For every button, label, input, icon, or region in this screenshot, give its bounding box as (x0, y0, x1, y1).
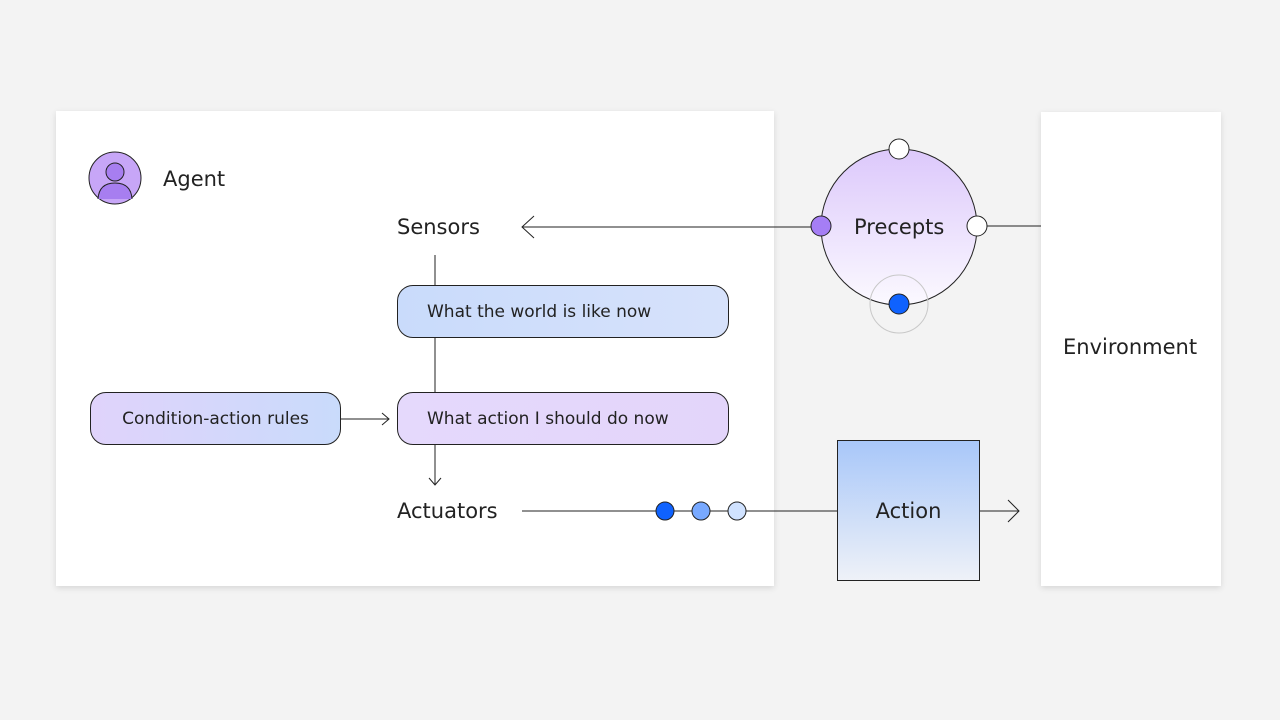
environment-panel (1041, 112, 1221, 586)
action-decision-label: What action I should do now (427, 408, 669, 429)
percepts-halo-ring (869, 274, 929, 334)
action-label: Action (875, 498, 942, 523)
percepts-bottom-node-icon (888, 293, 910, 315)
actuators-arrowhead-icon (428, 477, 442, 486)
action-box: Action (837, 440, 980, 581)
agent-title: Agent (163, 167, 226, 191)
percepts-right-node-icon (966, 215, 988, 237)
action-arrowhead-icon (1007, 499, 1020, 523)
environment-label: Environment (1063, 335, 1198, 359)
signal-dot-mid-icon (691, 501, 711, 521)
world-state-box: What the world is like now (397, 285, 729, 338)
sensors-arrowhead-icon (521, 215, 535, 239)
user-avatar-icon (88, 151, 142, 205)
percepts-label: Precepts (854, 215, 945, 239)
percepts-left-node-icon (810, 215, 832, 237)
percepts-top-node-icon (888, 138, 910, 160)
action-decision-box: What action I should do now (397, 392, 729, 445)
sensors-label: Sensors (397, 215, 480, 239)
signal-dot-light-icon (727, 501, 747, 521)
condition-action-rules-label: Condition-action rules (122, 408, 309, 429)
rules-arrowhead-icon (381, 412, 390, 426)
agent-panel (56, 111, 774, 586)
signal-dot-dark-icon (655, 501, 675, 521)
condition-action-rules-box: Condition-action rules (90, 392, 341, 445)
world-state-label: What the world is like now (427, 301, 652, 322)
actuators-label: Actuators (397, 499, 498, 523)
